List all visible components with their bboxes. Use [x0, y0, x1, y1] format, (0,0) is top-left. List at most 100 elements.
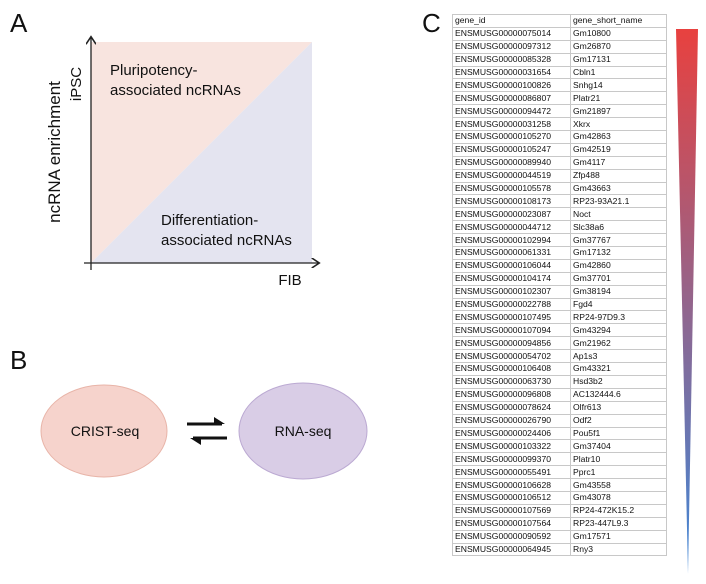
- gene-name-cell: Ap1s3: [570, 349, 667, 364]
- gene-id-cell: ENSMUSG00000106044: [452, 258, 571, 273]
- gene-name-cell: Gm37767: [570, 233, 667, 248]
- gene-id-cell: ENSMUSG00000094856: [452, 336, 571, 351]
- gene-name-cell: Gm43078: [570, 490, 667, 505]
- rna-seq-label: RNA-seq: [274, 423, 332, 439]
- gene-name-cell: Gm43294: [570, 323, 667, 338]
- exchange-arrows-icon: [187, 417, 227, 445]
- gene-name-cell: Gm43663: [570, 181, 667, 196]
- gene-name-cell: Pprc1: [570, 465, 667, 480]
- gene-id-cell: ENSMUSG00000108173: [452, 194, 571, 209]
- gene-id-cell: ENSMUSG00000104174: [452, 271, 571, 286]
- gene-name-cell: Gm37404: [570, 439, 667, 454]
- x-end-label: FIB: [278, 272, 301, 289]
- upper-region-line2: associated ncRNAs: [110, 82, 241, 99]
- gene-name-cell: Pou5f1: [570, 426, 667, 441]
- gene-name-cell: AC132444.6: [570, 387, 667, 402]
- y-axis-label: ncRNA enrichment: [45, 81, 64, 223]
- gene-id-cell: ENSMUSG00000100826: [452, 78, 571, 93]
- gene-name-cell: Slc38a6: [570, 220, 667, 235]
- gene-name-cell: Gm10800: [570, 26, 667, 41]
- gene-name-cell: Gm21962: [570, 336, 667, 351]
- gene-id-cell: ENSMUSG00000031654: [452, 65, 571, 80]
- gene-name-cell: Noct: [570, 207, 667, 222]
- panel-c-letter: C: [422, 8, 441, 38]
- rna-seq-node: [238, 382, 368, 480]
- gene-id-cell: ENSMUSG00000105578: [452, 181, 571, 196]
- y-end-label: iPSC: [68, 67, 85, 101]
- gene-id-cell: ENSMUSG00000105247: [452, 142, 571, 157]
- gene-id-cell: ENSMUSG00000107569: [452, 503, 571, 518]
- gene-name-cell: Gm26870: [570, 39, 667, 54]
- gene-name-cell: RP24-472K15.2: [570, 503, 667, 518]
- gene-name-cell: Platr10: [570, 452, 667, 467]
- gene-id-cell: ENSMUSG00000089940: [452, 155, 571, 170]
- gene-name-cell: Gm37701: [570, 271, 667, 286]
- gene-id-cell: ENSMUSG00000063730: [452, 374, 571, 389]
- gene-name-cell: Gm21897: [570, 104, 667, 119]
- gene-name-cell: RP23-93A21.1: [570, 194, 667, 209]
- gene-name-cell: Cbln1: [570, 65, 667, 80]
- crist-seq-node: [40, 384, 168, 478]
- gene-id-cell: ENSMUSG00000099370: [452, 452, 571, 467]
- gene-id-cell: ENSMUSG00000086807: [452, 91, 571, 106]
- gene-name-cell: Platr21: [570, 91, 667, 106]
- gene-id-cell: ENSMUSG00000106628: [452, 478, 571, 492]
- gene-id-cell: ENSMUSG00000024406: [452, 426, 571, 441]
- gene-id-cell: ENSMUSG00000044712: [452, 220, 571, 235]
- gene-name-cell: RP23-447L9.3: [570, 516, 667, 531]
- panel-b-letter: B: [10, 345, 28, 375]
- gene-name-cell: Olfr613: [570, 400, 667, 415]
- gene-id-cell: ENSMUSG00000031258: [452, 117, 571, 132]
- gene-id-cell: ENSMUSG00000075014: [452, 26, 571, 41]
- gene-id-cell: ENSMUSG00000107564: [452, 516, 571, 531]
- gene-id-cell: ENSMUSG00000097312: [452, 39, 571, 54]
- gene-name-header: gene_short_name: [570, 14, 667, 28]
- gene-id-cell: ENSMUSG00000105270: [452, 130, 571, 144]
- gene-name-cell: Gm17132: [570, 246, 667, 260]
- gene-name-cell: Zfp488: [570, 168, 667, 183]
- gene-id-cell: ENSMUSG00000085328: [452, 52, 571, 67]
- gene-name-cell: Rny3: [570, 542, 667, 557]
- gene-name-cell: Snhg14: [570, 78, 667, 93]
- crist-seq-label: CRIST-seq: [70, 423, 140, 439]
- gene-id-cell: ENSMUSG00000107495: [452, 310, 571, 325]
- gene-id-cell: ENSMUSG00000022788: [452, 297, 571, 312]
- panel-b-diagram: [40, 382, 368, 480]
- gene-id-cell: ENSMUSG00000096808: [452, 387, 571, 402]
- gene-name-cell: Gm4117: [570, 155, 667, 170]
- gene-id-cell: ENSMUSG00000054702: [452, 349, 571, 364]
- gene-id-cell: ENSMUSG00000106408: [452, 362, 571, 376]
- gene-id-cell: ENSMUSG00000102994: [452, 233, 571, 248]
- gene-id-cell: ENSMUSG00000090592: [452, 529, 571, 544]
- gene-name-cell: Gm17131: [570, 52, 667, 67]
- gene-id-cell: ENSMUSG00000106512: [452, 490, 571, 505]
- gene-id-cell: ENSMUSG00000094472: [452, 104, 571, 119]
- gene-name-cell: Gm43321: [570, 362, 667, 376]
- gene-id-cell: ENSMUSG00000064945: [452, 542, 571, 557]
